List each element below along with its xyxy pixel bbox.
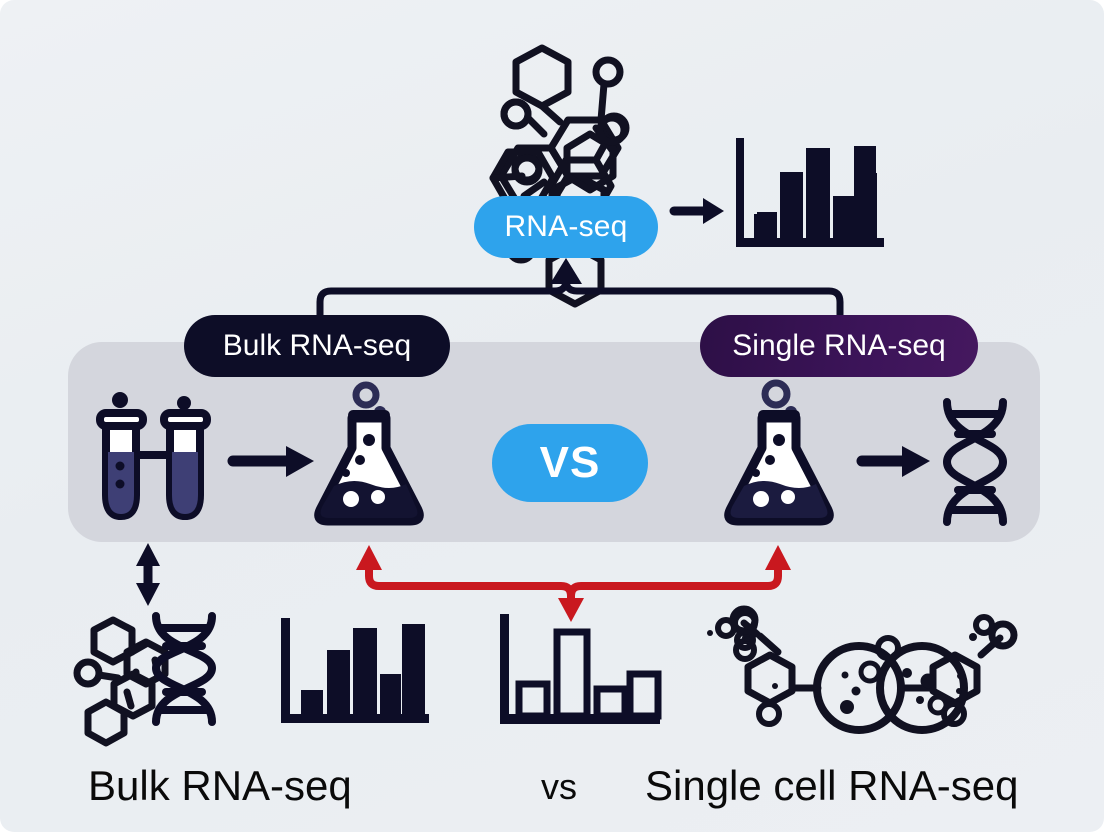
node-bulk-label: Bulk RNA-seq (222, 329, 412, 362)
node-bulk-rnaseq[interactable]: Bulk RNA-seq (184, 315, 450, 377)
arrow-bulk-vertical (136, 543, 160, 606)
bar-chart-filled-icon-top (736, 138, 884, 247)
red-arrowhead-left (356, 545, 382, 570)
caption-vs: vs (541, 766, 577, 807)
bar-chart-filled-icon-top-bars (754, 148, 877, 240)
bracket-to-rnaseq (316, 268, 844, 319)
node-rnaseq-label: RNA-seq (504, 210, 628, 243)
bar-chart-outline-icon (500, 614, 662, 724)
red-arrowhead-down (558, 598, 584, 622)
bracket-arrowhead-up (550, 258, 582, 284)
caption-bulk-rnaseq: Bulk RNA-seq (88, 762, 352, 809)
caption-single-cell-rnaseq: Single cell RNA-seq (645, 762, 1019, 809)
bar-chart-filled-icon-bottom (281, 618, 429, 723)
molecule-dna-icon (73, 616, 169, 747)
node-vs-badge[interactable]: VS (492, 424, 648, 502)
node-single-label: Single RNA-seq (732, 329, 946, 362)
red-arrowhead-right (765, 545, 791, 570)
node-rnaseq[interactable]: RNA-seq (474, 196, 658, 258)
node-vs-label: VS (539, 438, 601, 487)
cell-network-icon (707, 605, 1018, 734)
red-bracket-connector (365, 560, 782, 608)
node-single-rnaseq[interactable]: Single RNA-seq (700, 315, 978, 377)
dna-helix-icon-bottom (151, 612, 217, 726)
arrow-rnaseq-to-chart (669, 198, 724, 224)
